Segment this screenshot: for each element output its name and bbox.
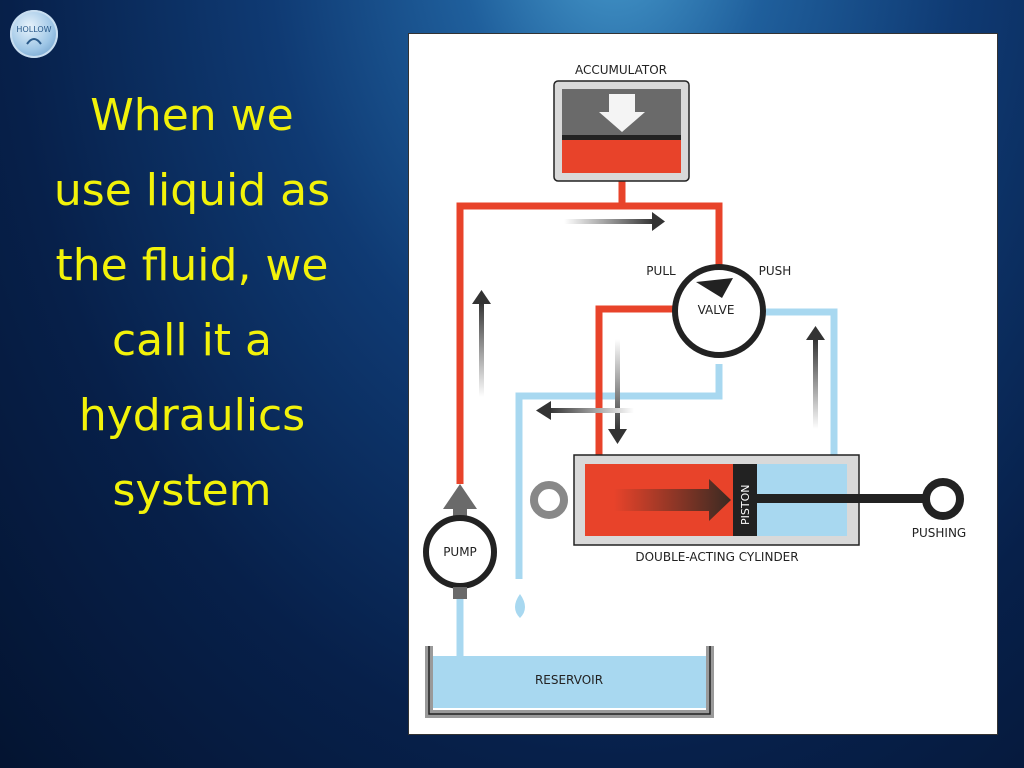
arrow-up-icon (472, 290, 491, 397)
arrow-left-icon (536, 401, 634, 420)
push-label: PUSH (759, 264, 792, 278)
cylinder-label: DOUBLE-ACTING CYLINDER (635, 550, 798, 564)
arrow-up-icon (806, 326, 825, 429)
pump-label: PUMP (443, 545, 477, 559)
valve-label: VALVE (698, 303, 735, 317)
diagram-svg: RESERVOIR ACCUMULATOR VALVE (423, 63, 966, 718)
hollow-logo: HOLLOW (10, 10, 58, 58)
flow-arrows (472, 212, 825, 444)
accumulator-label: ACCUMULATOR (575, 63, 667, 77)
valve: VALVE PULL PUSH (646, 264, 792, 358)
reservoir-label: RESERVOIR (535, 673, 603, 687)
droplet-icon (515, 594, 525, 618)
piston-label: PISTON (739, 485, 752, 525)
cylinder-mount-icon (530, 481, 568, 519)
rod-end-icon (922, 478, 964, 520)
accumulator: ACCUMULATOR (553, 63, 690, 182)
pushing-label: PUSHING (912, 526, 966, 540)
arrow-right-icon (564, 212, 665, 231)
pull-label: PULL (646, 264, 676, 278)
double-acting-cylinder: PISTON DOUBLE-ACTING CYLINDER PUSHING (530, 454, 966, 564)
hydraulic-diagram: RESERVOIR ACCUMULATOR VALVE (408, 33, 998, 735)
piston-arrow-icon (614, 479, 731, 521)
headline-text: When we use liquid as the fluid, we call… (53, 90, 331, 516)
accumulator-arrow-icon (599, 94, 645, 132)
arrow-down-icon (608, 339, 627, 444)
pump: PUMP (423, 484, 497, 599)
reservoir: RESERVOIR (425, 646, 714, 718)
logo-text: HOLLOW (16, 25, 51, 34)
